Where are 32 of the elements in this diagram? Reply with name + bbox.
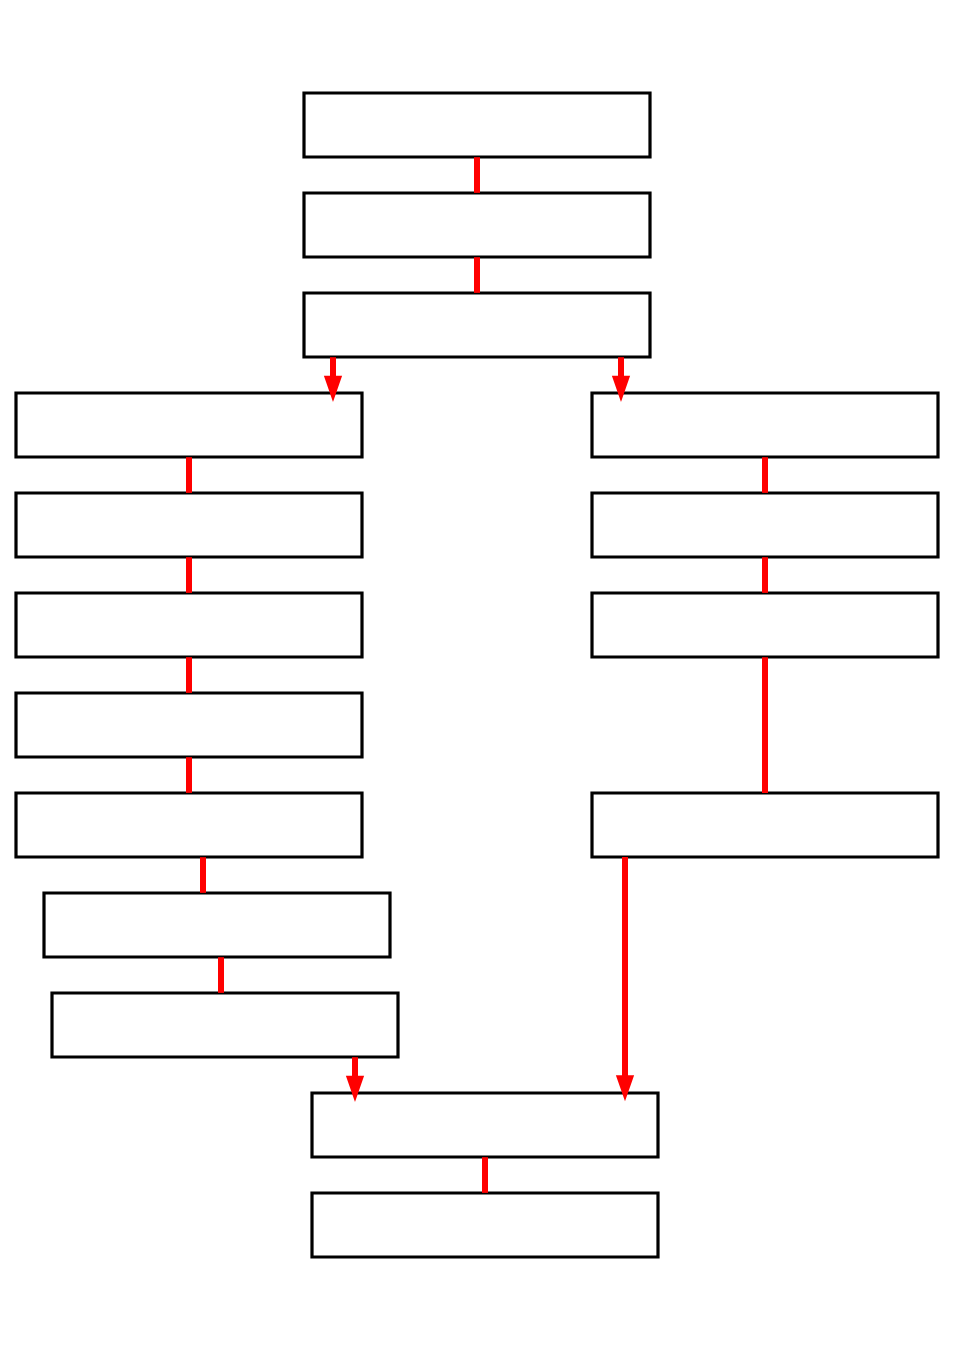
arrow <box>615 857 635 1102</box>
connector <box>474 157 480 193</box>
connector <box>762 457 768 493</box>
connector <box>186 557 192 593</box>
connector <box>186 757 192 793</box>
node-box <box>310 1091 660 1159</box>
connector <box>200 857 206 893</box>
connector <box>762 557 768 593</box>
node-box <box>302 91 652 159</box>
connector <box>474 257 480 293</box>
node-box <box>590 791 940 859</box>
node-box <box>302 291 652 359</box>
node-box <box>302 191 652 259</box>
node-box <box>14 491 364 559</box>
connector <box>186 657 192 693</box>
node-box <box>42 891 392 959</box>
connector <box>482 1157 488 1193</box>
node-box <box>590 391 940 459</box>
node-box <box>14 791 364 859</box>
arrow <box>323 357 343 402</box>
arrow <box>345 1057 365 1102</box>
arrow <box>611 357 631 402</box>
node-box <box>14 391 364 459</box>
node-box <box>14 591 364 659</box>
node-box <box>590 491 940 559</box>
node-box <box>590 591 940 659</box>
connector <box>218 957 224 993</box>
node-box <box>14 691 364 759</box>
node-box <box>310 1191 660 1259</box>
connector <box>186 457 192 493</box>
connector <box>762 657 768 793</box>
node-box <box>50 991 400 1059</box>
